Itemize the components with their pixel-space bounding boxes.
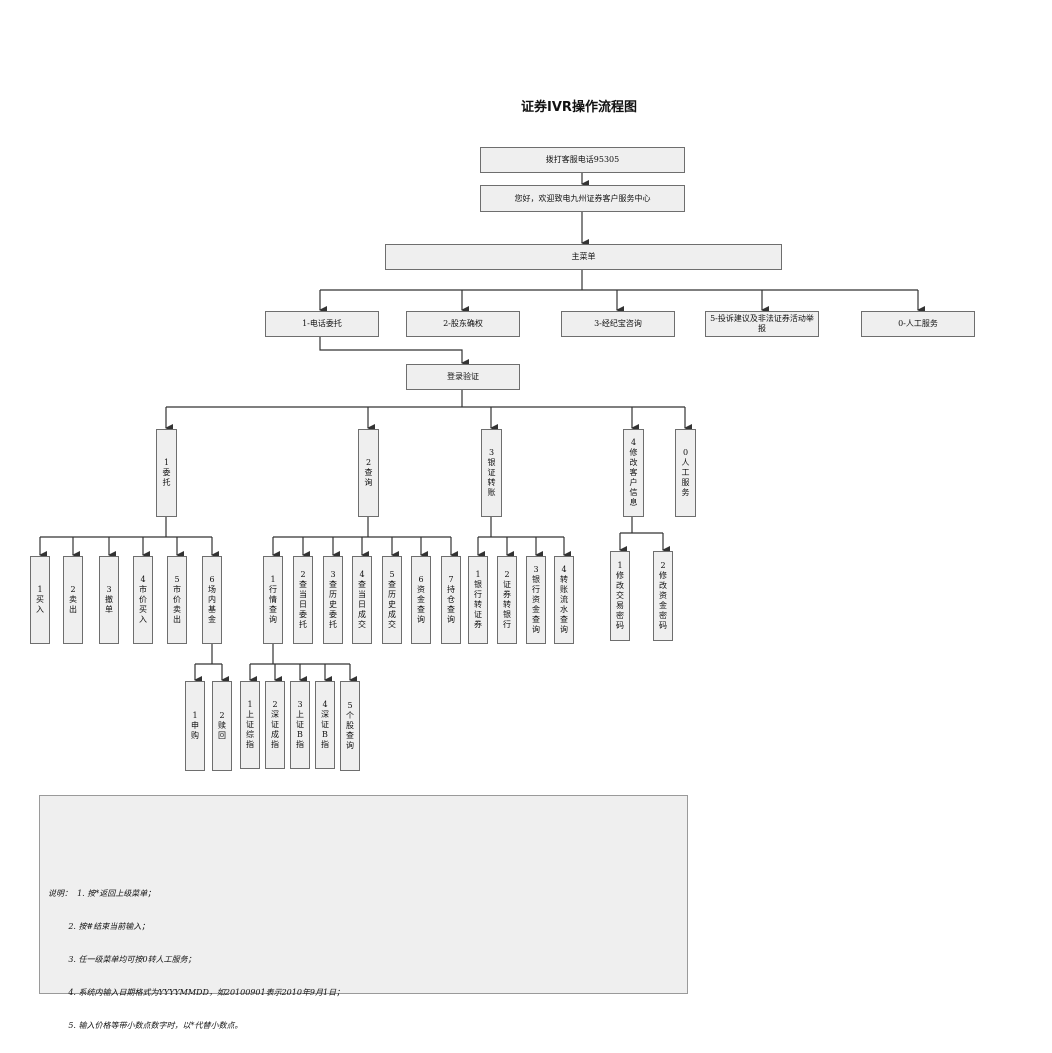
note-line: 4. 系统内输入日期格式为YYYYMMDD，如20100901表示2010年9月… xyxy=(48,988,345,997)
notes-panel: 说明： 1. 按*返回上级菜单； 2. 按#结束当前输入； 3. 任一级菜单均可… xyxy=(39,795,688,1030)
menu-item-shareholder-confirm: 2-股东确权 xyxy=(406,311,520,337)
login-node: 登录验证 xyxy=(406,364,520,390)
note-line: 5. 输入价格等带小数点数字时，以*代替小数点。 xyxy=(48,1021,243,1030)
main-menu-node: 主菜单 xyxy=(385,244,782,270)
note-line: 3. 任一级菜单均可按0转人工服务； xyxy=(48,955,196,964)
menu-item-phone-order: 1-电话委托 xyxy=(265,311,379,337)
note-line: 说明： 1. 按*返回上级菜单； xyxy=(48,889,156,898)
diagram-title: 证券IVR操作流程图 xyxy=(521,100,637,115)
menu-item-complaint: 5-投诉建议及非法证券活动举报 xyxy=(705,311,819,337)
dial-node: 拨打客服电话95305 xyxy=(480,147,685,173)
note-line: 2. 按#结束当前输入； xyxy=(48,922,150,931)
menu-item-manual-service: 0-人工服务 xyxy=(861,311,975,337)
welcome-node: 您好，欢迎致电九州证券客户服务中心 xyxy=(480,185,685,212)
notes-text: 说明： 1. 按*返回上级菜单； 2. 按#结束当前输入； 3. 任一级菜单均可… xyxy=(48,866,344,1053)
menu-item-broker-consult: 3-经纪宝咨询 xyxy=(561,311,675,337)
